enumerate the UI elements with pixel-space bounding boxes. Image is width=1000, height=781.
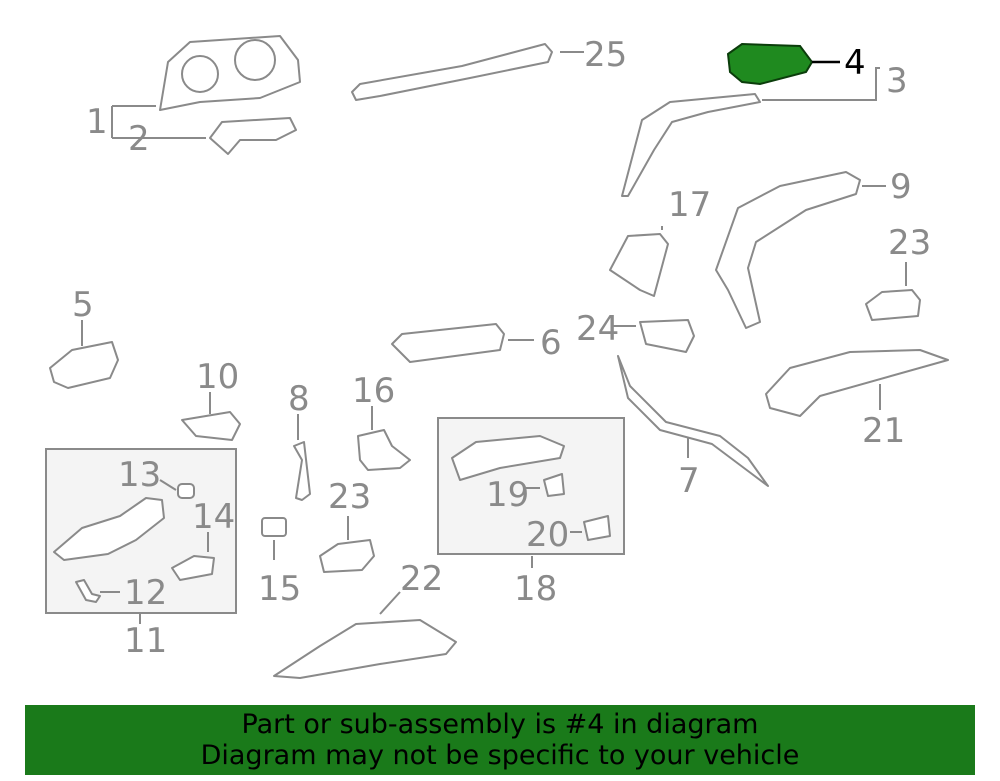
part-9-air-duct[interactable] <box>715 171 861 329</box>
callout-20: 20 <box>526 515 569 555</box>
callout-3: 3 <box>886 61 908 101</box>
part-23-clip-right[interactable] <box>865 289 921 321</box>
part-24-bracket[interactable] <box>639 319 695 353</box>
callout-25: 25 <box>584 35 627 75</box>
callout-2: 2 <box>128 119 150 159</box>
part-7-trim-panel[interactable] <box>617 355 769 487</box>
callout-10: 10 <box>196 357 239 397</box>
part-22-floor-duct[interactable] <box>273 619 457 679</box>
callout-labels: 1 2 25 4 3 9 17 23 24 6 5 10 8 16 21 7 1… <box>72 35 931 661</box>
part-19-clip[interactable] <box>543 473 565 497</box>
info-banner: Part or sub-assembly is #4 in diagram Di… <box>25 705 975 775</box>
callout-17: 17 <box>668 185 711 225</box>
callout-12: 12 <box>124 573 167 613</box>
part-5-side-vent[interactable] <box>49 341 119 389</box>
callout-23-right: 23 <box>888 223 931 263</box>
part-15-clip[interactable] <box>261 517 287 537</box>
part-1-cluster-bezel[interactable] <box>159 35 301 111</box>
part-12-screw[interactable] <box>75 579 101 603</box>
callout-18: 18 <box>514 569 557 609</box>
banner-line-1: Part or sub-assembly is #4 in diagram <box>241 709 759 740</box>
part-21-floor-duct[interactable] <box>765 349 949 417</box>
callout-11: 11 <box>124 621 167 661</box>
callout-1: 1 <box>86 102 108 142</box>
callout-23-center: 23 <box>328 477 371 517</box>
callout-21: 21 <box>862 411 905 451</box>
part-10-cover[interactable] <box>181 411 241 441</box>
callout-19: 19 <box>486 475 529 515</box>
part-4-air-vent-highlighted[interactable] <box>726 42 814 86</box>
callout-5: 5 <box>72 285 94 325</box>
part-8-strip[interactable] <box>293 441 311 501</box>
callout-4: 4 <box>844 43 866 83</box>
leader-lines <box>81 51 907 624</box>
callout-9: 9 <box>890 167 912 207</box>
part-20-clip[interactable] <box>583 515 611 541</box>
part-11-assembly[interactable] <box>53 497 165 561</box>
part-23-clip-center[interactable] <box>319 539 375 573</box>
part-3-vent-duct[interactable] <box>621 93 761 197</box>
part-18-assembly[interactable] <box>451 435 565 481</box>
banner-line-2: Diagram may not be specific to your vehi… <box>200 740 800 771</box>
part-6-center-vent[interactable] <box>391 323 505 363</box>
callout-8: 8 <box>288 379 310 419</box>
part-16-panel[interactable] <box>357 429 411 471</box>
part-25-dash-rail[interactable] <box>351 43 553 101</box>
callout-24: 24 <box>576 309 619 349</box>
part-2-cluster-trim[interactable] <box>209 117 297 155</box>
callout-16: 16 <box>352 371 395 411</box>
callout-6: 6 <box>540 323 562 363</box>
part-13-clip[interactable] <box>177 483 195 499</box>
part-17-bracket[interactable] <box>609 233 669 297</box>
callout-15: 15 <box>258 569 301 609</box>
part-14-clip[interactable] <box>171 555 215 581</box>
callout-22: 22 <box>400 559 443 599</box>
callout-14: 14 <box>192 497 235 537</box>
callout-7: 7 <box>678 461 700 501</box>
callout-13: 13 <box>118 455 161 495</box>
